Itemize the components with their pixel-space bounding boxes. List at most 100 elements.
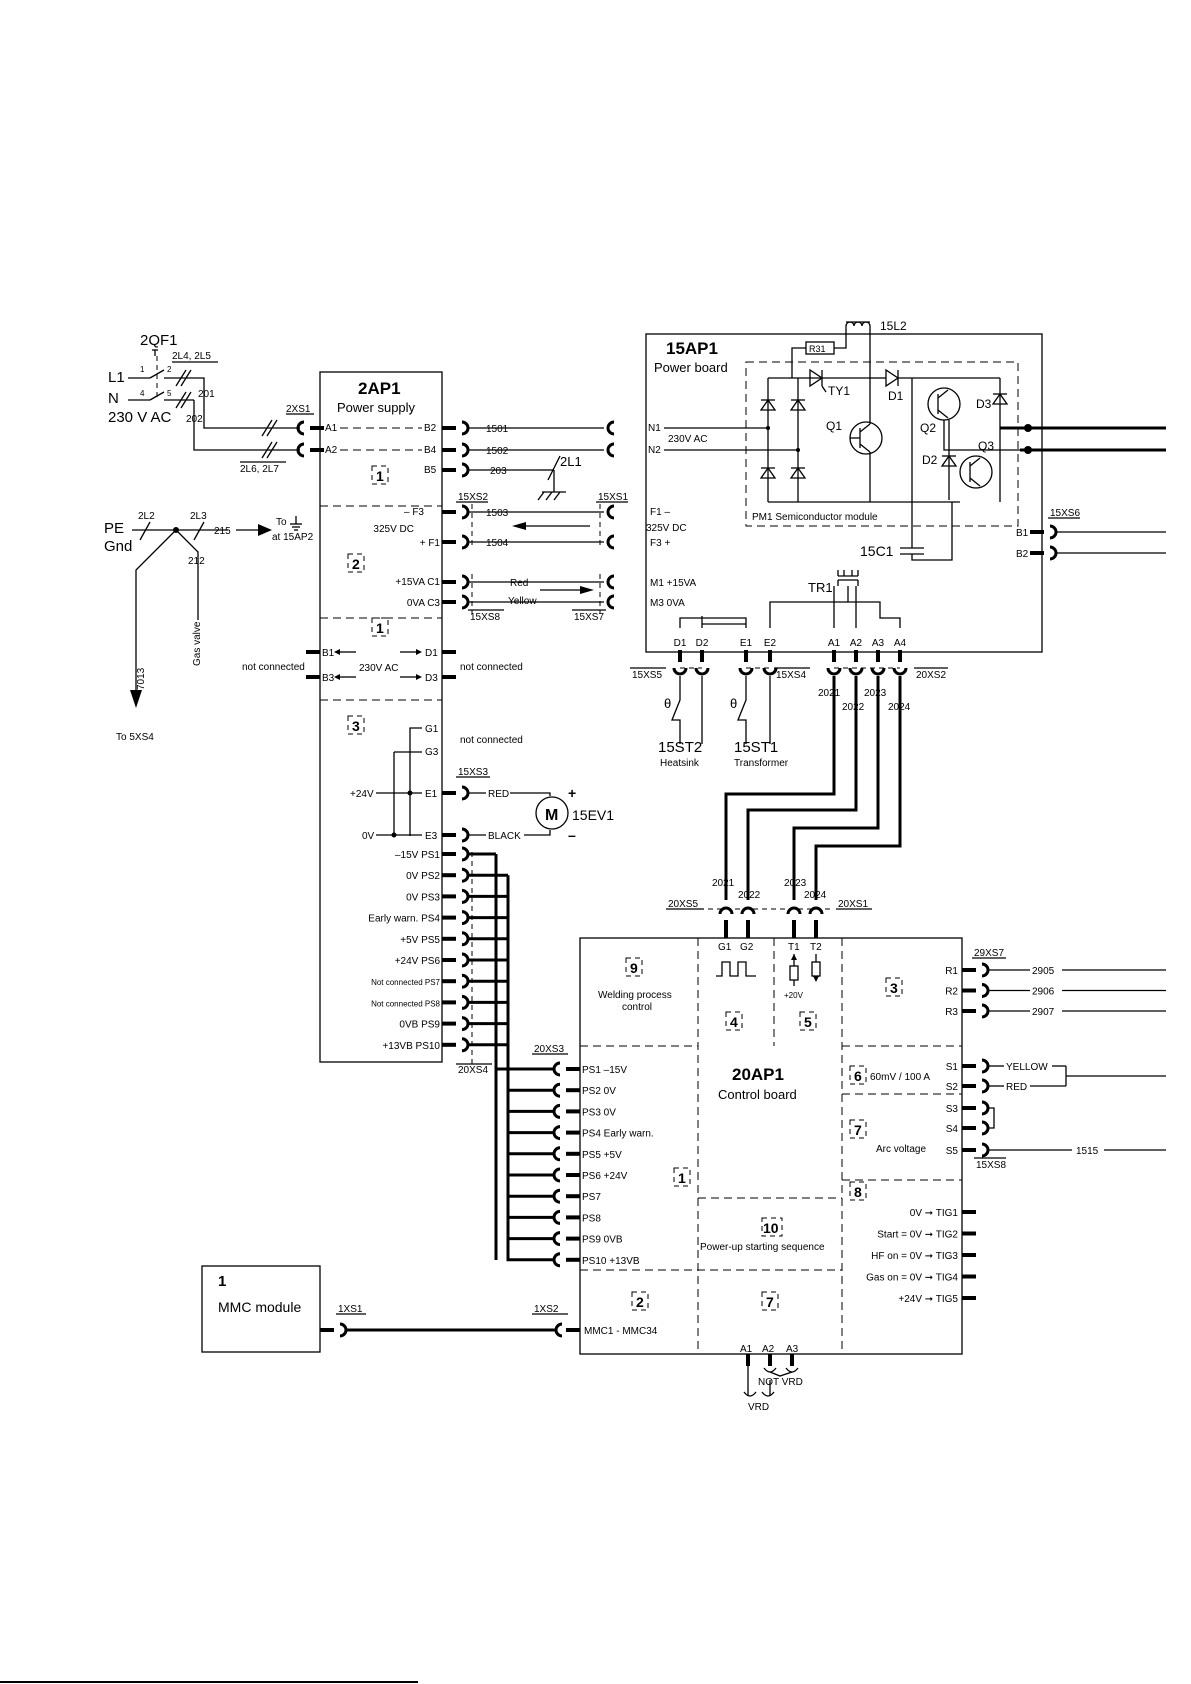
control-s-receptacle: [981, 1058, 990, 1074]
gas-valve-label: Gas valve: [192, 621, 203, 666]
svg-text:A3: A3: [786, 1344, 799, 1355]
control-s-receptacle: [981, 1120, 990, 1136]
control-r-wire-label: 2905: [1032, 966, 1055, 977]
red-wire-label: RED: [1006, 1082, 1027, 1093]
svg-text:B1: B1: [322, 648, 335, 659]
psu-ps-receptacle: [461, 994, 470, 1010]
motor-symbol: [535, 796, 569, 830]
svg-text:D3: D3: [976, 397, 992, 411]
control-tig-label: 0V ➞ TIG1: [910, 1208, 959, 1219]
svg-text:5: 5: [804, 1014, 812, 1030]
svg-text:201: 201: [198, 389, 215, 400]
svg-text:B2: B2: [1016, 549, 1029, 560]
psu-title: 2AP1: [358, 379, 401, 398]
svg-text:1: 1: [218, 1273, 226, 1290]
l1-label: L1: [108, 369, 125, 386]
power-pin-receptacle: [762, 667, 778, 676]
ferrite-top-label: 2L4, 2L5: [172, 351, 211, 362]
control-tig-label: HF on = 0V ➞ TIG3: [871, 1251, 958, 1262]
svg-text:G2: G2: [740, 942, 754, 953]
svg-text:Q3: Q3: [978, 439, 994, 453]
svg-text:at 15AP2: at 15AP2: [272, 532, 314, 543]
svg-text:+: +: [568, 785, 576, 801]
psu-box: [319, 371, 443, 1063]
breaker-label: 2QF1: [140, 332, 178, 349]
svg-text:1: 1: [376, 620, 384, 636]
control-tig-label: Start = 0V ➞ TIG2: [877, 1230, 958, 1241]
control-ps-label: PS5 +5V: [582, 1150, 622, 1161]
psu-ps-receptacle: [461, 867, 470, 883]
svg-text:PM1 Semiconductor module: PM1 Semiconductor module: [752, 512, 878, 523]
svg-text:1504: 1504: [486, 538, 509, 549]
psu-ps-receptacle: [461, 846, 470, 862]
ps-bus-wire: [506, 917, 554, 1135]
svg-text:15XS3: 15XS3: [458, 767, 488, 778]
psu-ps-label: 0VB PS9: [399, 1020, 440, 1031]
control-board-20ap1: 20XS5 20XS1 2021 2022 2023 2024 G1 G2 T1…: [532, 878, 1166, 1413]
svg-text:3: 3: [352, 718, 360, 734]
svg-text:0V: 0V: [362, 831, 375, 842]
svg-text:+ F1: + F1: [420, 538, 441, 549]
svg-text:VRD: VRD: [748, 1402, 769, 1413]
svg-text:M3 0VA: M3 0VA: [650, 598, 685, 609]
svg-text:2022: 2022: [842, 702, 865, 713]
svg-text:M1 +15VA: M1 +15VA: [650, 578, 697, 589]
capacitor-label: 15C1: [860, 543, 894, 559]
transformer-label: TR1: [808, 580, 833, 595]
svg-text:TY1: TY1: [828, 384, 850, 398]
control-ps-label: PS3 0V: [582, 1107, 616, 1118]
svg-text:B1: B1: [1016, 528, 1029, 539]
control-ps-receptacle: [552, 1188, 561, 1204]
control-r-receptacle: [981, 1003, 990, 1019]
power-board-subtitle: Power board: [654, 360, 728, 375]
svg-text:– F3: – F3: [404, 507, 424, 518]
ps-bus-wire: [506, 896, 554, 1113]
mmc-box: [201, 1265, 321, 1353]
svg-text:+24V: +24V: [350, 789, 374, 800]
svg-text:1: 1: [678, 1170, 686, 1186]
control-tig-label: Gas on = 0V ➞ TIG4: [866, 1273, 958, 1284]
thermal-sensors: θ θ 15ST2 Heatsink 15ST1 Transformer: [658, 676, 789, 769]
power-pin-receptacle: [892, 667, 908, 676]
svg-text:T1: T1: [788, 942, 800, 953]
control-s-label: S4: [946, 1124, 959, 1135]
control-ps-receptacle: [552, 1209, 561, 1225]
svg-text:0VA C3: 0VA C3: [407, 598, 441, 609]
psu-ps-label: –15V PS1: [395, 850, 440, 861]
power-pin-receptacle: [826, 667, 842, 676]
svg-text:D3: D3: [425, 673, 438, 684]
svg-text:A2: A2: [762, 1344, 775, 1355]
power-pin-label: A4: [894, 638, 907, 649]
svg-text:1: 1: [140, 365, 145, 374]
svg-text:9: 9: [630, 960, 638, 976]
svg-text:2L3: 2L3: [190, 511, 207, 522]
svg-text:230V AC: 230V AC: [668, 434, 707, 445]
svg-text:29XS7: 29XS7: [974, 948, 1004, 959]
inductor-label: 15L2: [880, 319, 907, 333]
w1515-label: 1515: [1076, 1146, 1099, 1157]
power-board-title: 15AP1: [666, 339, 718, 358]
power-pin-label: A3: [872, 638, 885, 649]
svg-text:20XS3: 20XS3: [534, 1044, 564, 1055]
power-pin-label: A1: [828, 638, 841, 649]
svg-text:20XS2: 20XS2: [916, 670, 946, 681]
svg-text:1501: 1501: [486, 424, 509, 435]
control-r-wire-label: 2906: [1032, 987, 1055, 998]
control-s-label: S3: [946, 1104, 959, 1115]
psu-ps-label: 0V PS3: [406, 892, 440, 903]
psu-ps-receptacle: [461, 952, 470, 968]
svg-text:2021: 2021: [818, 688, 841, 699]
control-ps-label: PS4 Early warn.: [582, 1129, 654, 1140]
psu-ps-receptacle: [461, 1016, 470, 1032]
svg-text:+20V: +20V: [784, 991, 804, 1000]
ps-bus-wiring: [468, 852, 554, 1262]
svg-text:B2: B2: [424, 423, 437, 434]
svg-text:Yellow: Yellow: [508, 596, 537, 607]
control-s-receptacle: [981, 1078, 990, 1094]
control-r-label: R1: [945, 966, 958, 977]
svg-text:2023: 2023: [784, 878, 807, 889]
control-ps-label: PS8: [582, 1213, 601, 1224]
